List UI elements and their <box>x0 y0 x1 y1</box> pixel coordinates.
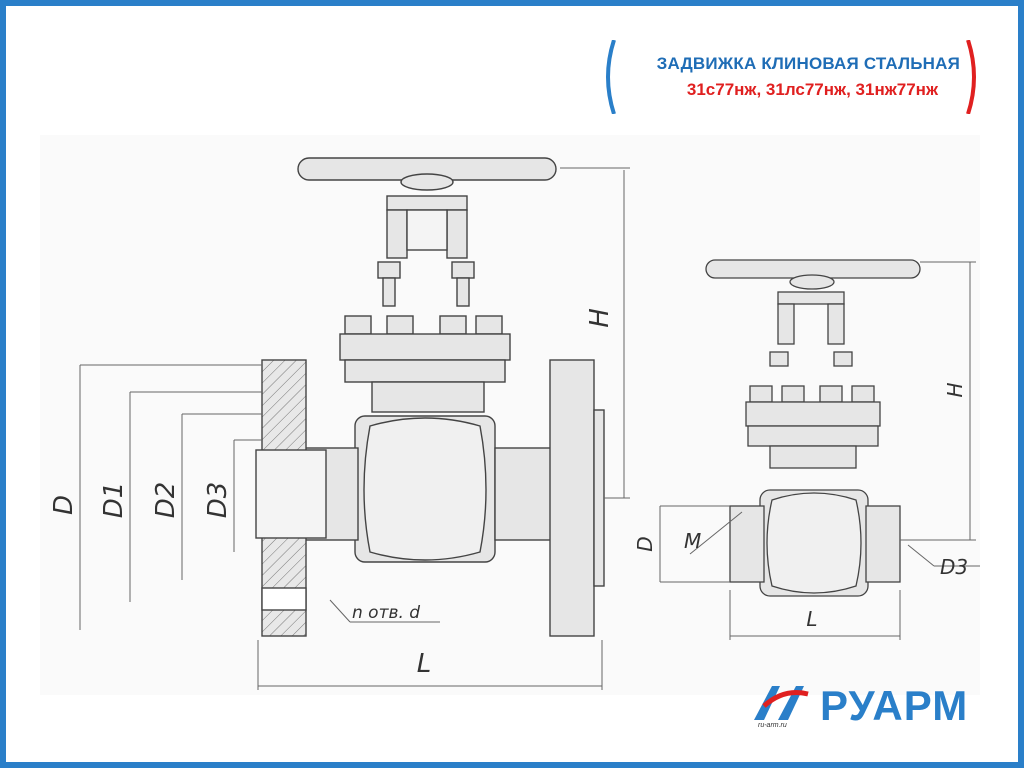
dim-small-M: M <box>684 529 701 553</box>
dim-D3: D3 <box>203 482 233 519</box>
dim-D1: D1 <box>99 482 129 519</box>
body-flange <box>344 359 506 383</box>
dim-H: H <box>585 308 615 328</box>
dim-small-L: L <box>806 607 817 631</box>
title-bracket-right <box>966 40 976 114</box>
logo-url: ru-arm.ru <box>758 722 787 729</box>
dim-labels-small: D M D3 L H <box>633 382 968 631</box>
title-bracket-left <box>606 40 616 114</box>
bonnet-flange-small <box>745 401 881 427</box>
right-flange <box>549 359 595 637</box>
dim-holes: n отв. d <box>352 603 420 623</box>
dim-D: D <box>49 495 79 515</box>
bonnet-flange <box>339 333 511 361</box>
dim-small-H: H <box>943 382 967 397</box>
bonnet-neck <box>371 381 485 413</box>
right-neck <box>494 447 554 541</box>
title-block: ЗАДВИЖКА КЛИНОВАЯ СТАЛЬНАЯ 31с77нж, 31лс… <box>590 40 980 114</box>
logo-mark-icon <box>754 686 809 720</box>
dim-D2: D2 <box>151 482 181 519</box>
title-models: 31с77нж, 31лс77нж, 31нж77нж <box>686 80 938 99</box>
title-main: ЗАДВИЖКА КЛИНОВАЯ СТАЛЬНАЯ <box>656 54 960 73</box>
handwheel-large <box>297 157 557 191</box>
dim-labels-large: D D1 D2 D3 L H n отв. d <box>49 308 615 679</box>
flanged-valve <box>255 157 605 637</box>
dim-small-D3: D3 <box>940 555 968 579</box>
dim-small-D: D <box>633 536 657 551</box>
right-coupling <box>865 505 901 583</box>
yoke-large <box>386 195 468 259</box>
dim-L: L <box>417 649 432 679</box>
coupling-valve <box>705 259 921 597</box>
dimension-lines-large <box>79 167 630 690</box>
logo-text: РУАРМ <box>820 682 969 729</box>
dimension-lines-small <box>659 261 980 640</box>
logo: РУАРМ ru-arm.ru <box>750 680 990 740</box>
left-coupling <box>729 505 765 583</box>
studs-upper <box>377 261 475 307</box>
